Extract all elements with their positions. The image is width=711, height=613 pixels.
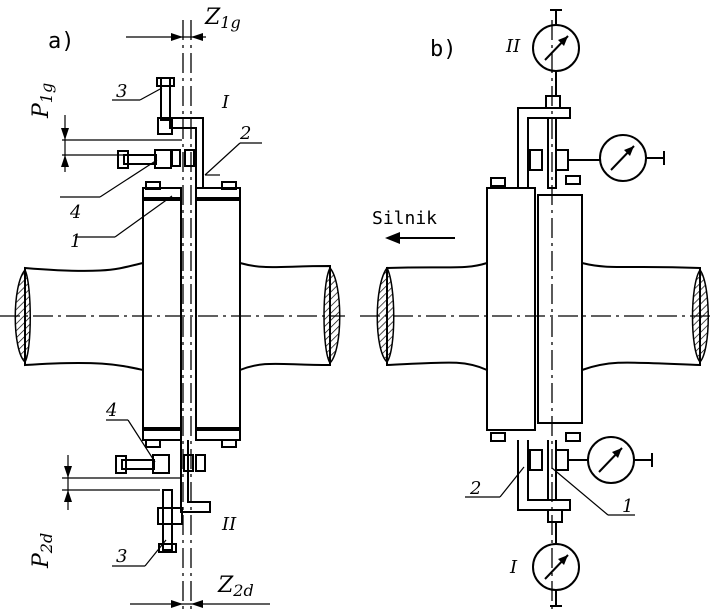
- panel-b-label: b): [430, 37, 457, 62]
- p2d-arrow-2: [64, 490, 72, 502]
- bracket-bottom-a: [180, 440, 211, 513]
- bolt-a-3: [145, 439, 161, 448]
- bracket-top-pin-b: [545, 95, 561, 109]
- dial-4-bottom-a: [152, 454, 170, 474]
- bolt-b-3: [490, 432, 506, 442]
- panel-b: [360, 9, 711, 610]
- panel-a-label: a): [48, 29, 75, 54]
- screw-3-top-a: [160, 77, 171, 121]
- num-2-a: 2: [239, 123, 251, 144]
- dial-gauge-right-top-b: [599, 134, 665, 182]
- pin-bottom-a: [183, 454, 194, 472]
- left-hub-b: [486, 187, 536, 431]
- p1g-arrow-1: [61, 128, 69, 140]
- p2d-label: P2d: [29, 533, 56, 569]
- leader-2-d: [204, 142, 241, 176]
- z2d-label: Z2d: [217, 573, 254, 600]
- dial-gauge-bottom-b: [532, 522, 580, 607]
- dial-screw-top-a: [157, 117, 173, 135]
- pin-top-b-1: [529, 149, 543, 171]
- bolt-b-4: [565, 432, 581, 442]
- z1g-arrow-2: [191, 33, 203, 41]
- dial-4-top-a: [154, 149, 172, 169]
- bolt-a-4: [221, 439, 237, 448]
- leader-3-bottom-d: [144, 539, 167, 567]
- p1g-label: P1g: [29, 83, 56, 119]
- dial-4-knob-top-a: [117, 150, 129, 169]
- pin-top-a: [171, 149, 181, 167]
- left-shaft-section-a: [14, 268, 31, 364]
- dial-screw-bottom-a: [157, 507, 183, 525]
- pin-bottom-b-1: [529, 449, 543, 471]
- left-hub-rim-bottom-a: [142, 427, 182, 441]
- roman-ii-a: II: [221, 514, 237, 535]
- pin-bottom-b-2: [555, 449, 569, 471]
- pin-bottom-a-2: [195, 454, 206, 472]
- bolt-a-1: [145, 181, 161, 190]
- z1g-label: Z1g: [204, 5, 241, 32]
- num-4-top-a: 4: [69, 202, 81, 223]
- num-3-bottom-a: 3: [116, 546, 127, 567]
- num-4-bottom-a: 4: [105, 400, 117, 421]
- bolt-b-2: [565, 175, 581, 185]
- leader-4-top-d: [99, 159, 158, 198]
- bracket-bottom-pin-b: [547, 509, 563, 523]
- num-1-a: 1: [70, 231, 81, 252]
- right-shaft-section-b: [691, 268, 709, 364]
- num-3-top-a: 3: [116, 81, 127, 102]
- dial-gauge-right-bottom-b: [587, 436, 653, 484]
- right-shaft-section-a: [323, 266, 341, 365]
- screw-3-bottom-a: [162, 489, 173, 551]
- silnik-label: Silnik: [372, 208, 437, 229]
- left-hub-a: [142, 197, 182, 431]
- panel-a: [0, 20, 345, 610]
- z2d-arrow-1: [171, 600, 183, 608]
- bracket-bottom-b: [517, 440, 571, 511]
- p1g-arrow-2: [61, 155, 69, 167]
- z2d-arrow-2: [191, 600, 203, 608]
- pin-top-b-2: [555, 149, 569, 171]
- num-2-b: 2: [469, 478, 481, 499]
- p2d-arrow-1: [64, 466, 72, 478]
- z1g-arrow-1: [171, 33, 183, 41]
- bolt-b-1: [490, 177, 506, 187]
- leader-4-bottom-d: [127, 419, 156, 463]
- roman-i-b: I: [509, 557, 518, 578]
- pin-top-a-2: [184, 149, 195, 167]
- bolt-a-2: [221, 181, 237, 190]
- num-1-b: 1: [622, 496, 633, 517]
- leader-2-b-d: [499, 466, 525, 498]
- left-shaft-a: [24, 262, 144, 371]
- dial-gauge-top-b: [532, 9, 580, 96]
- silnik-arrow-head: [385, 232, 400, 244]
- roman-i-a: I: [221, 92, 230, 113]
- leader-3-top-d: [139, 87, 163, 101]
- leader-1-b-d: [551, 467, 609, 516]
- leader-1-d: [114, 195, 173, 238]
- bracket-top-a: [169, 117, 204, 188]
- left-hub-rim-top-a: [142, 187, 182, 201]
- left-shaft-section-b: [376, 266, 395, 364]
- bracket-top-b: [517, 107, 571, 188]
- screw-head-top-a: [156, 77, 175, 87]
- dial-4-knob-bottom-a: [115, 455, 127, 474]
- roman-ii-b: II: [505, 36, 521, 57]
- right-hub-b: [537, 194, 583, 424]
- right-hub-rim-bottom-a: [195, 427, 241, 441]
- right-hub-a: [195, 197, 241, 431]
- right-hub-rim-top-a: [195, 187, 241, 201]
- dial-4-stem-bottom-a: [121, 459, 155, 470]
